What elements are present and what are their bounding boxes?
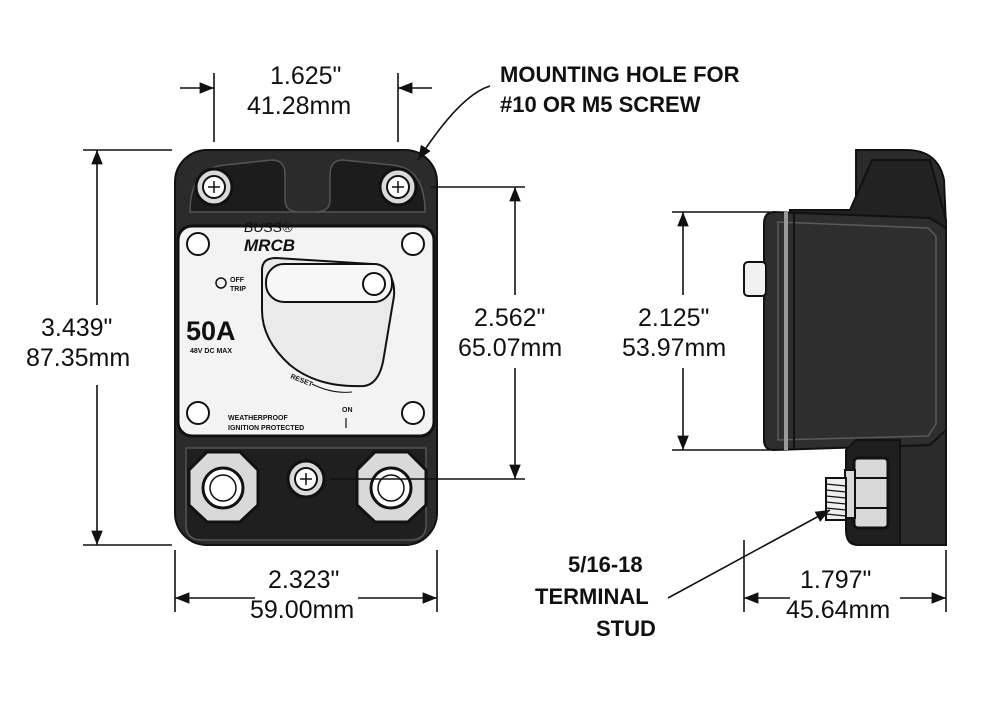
- height-in: 3.439": [41, 314, 112, 342]
- face-hole-bottom-right: [401, 401, 425, 425]
- lever-pivot: [362, 272, 386, 296]
- terminal-stud: [825, 477, 847, 521]
- hole-vertical-mm: 65.07mm: [458, 334, 562, 362]
- mounting-hole-callout-1: MOUNTING HOLE FOR: [500, 62, 740, 87]
- hole-spacing-in: 1.625": [270, 62, 341, 90]
- side-height-mm: 53.97mm: [622, 334, 726, 362]
- face-hole-top-right: [401, 232, 425, 256]
- side-reset-button[interactable]: [743, 261, 767, 297]
- terminal-right: [355, 450, 428, 524]
- hole-spacing-mm: 41.28mm: [247, 92, 351, 120]
- side-housing-edge: [777, 221, 937, 441]
- mounting-hole-top-right: [378, 167, 418, 207]
- width-in: 2.323": [268, 566, 339, 594]
- brand-label: BUSS®: [244, 219, 293, 235]
- face-hole-bottom-left: [186, 401, 210, 425]
- trip-indicator-icon: [215, 277, 227, 289]
- off-label: OFF: [230, 277, 245, 284]
- front-top-bracket: [189, 159, 426, 213]
- side-view: [743, 149, 947, 546]
- voltage-label: 48V DC MAX: [190, 348, 232, 355]
- mounting-hole-bottom-center: [286, 459, 326, 499]
- weatherproof-label: WEATHERPROOF: [228, 415, 288, 422]
- height-mm: 87.35mm: [26, 344, 130, 372]
- model-label: MRCB: [244, 236, 295, 255]
- trip-label: TRIP: [230, 286, 246, 293]
- dimension-lines-front: [83, 73, 525, 612]
- face-hole-top-left: [186, 232, 210, 256]
- front-view: BUSS® MRCB OFF TRIP 50A 48V DC MAX RESET…: [174, 149, 438, 546]
- reset-arc: [311, 383, 353, 393]
- lever-grip: [265, 263, 393, 303]
- dimension-lines-side: [667, 211, 947, 612]
- stud-callout-1: 5/16-18: [568, 552, 643, 577]
- mounting-hole-top-left: [194, 167, 234, 207]
- side-height-in: 2.125": [638, 304, 709, 332]
- width-mm: 59.00mm: [250, 596, 354, 624]
- hole-vertical-in: 2.562": [474, 304, 545, 332]
- stud-callout-2: TERMINAL: [535, 584, 649, 609]
- side-housing: [763, 210, 947, 452]
- rating-label: 50A: [186, 316, 236, 346]
- side-depth-mm: 45.64mm: [786, 596, 890, 624]
- mounting-hole-callout-2: #10 OR M5 SCREW: [500, 92, 701, 117]
- terminal-nut: [844, 456, 890, 530]
- side-depth-in: 1.797": [800, 566, 871, 594]
- terminal-left: [187, 450, 260, 524]
- ignition-label: IGNITION PROTECTED: [228, 425, 304, 432]
- stud-callout-3: STUD: [596, 616, 656, 641]
- on-label: ON: [342, 407, 353, 414]
